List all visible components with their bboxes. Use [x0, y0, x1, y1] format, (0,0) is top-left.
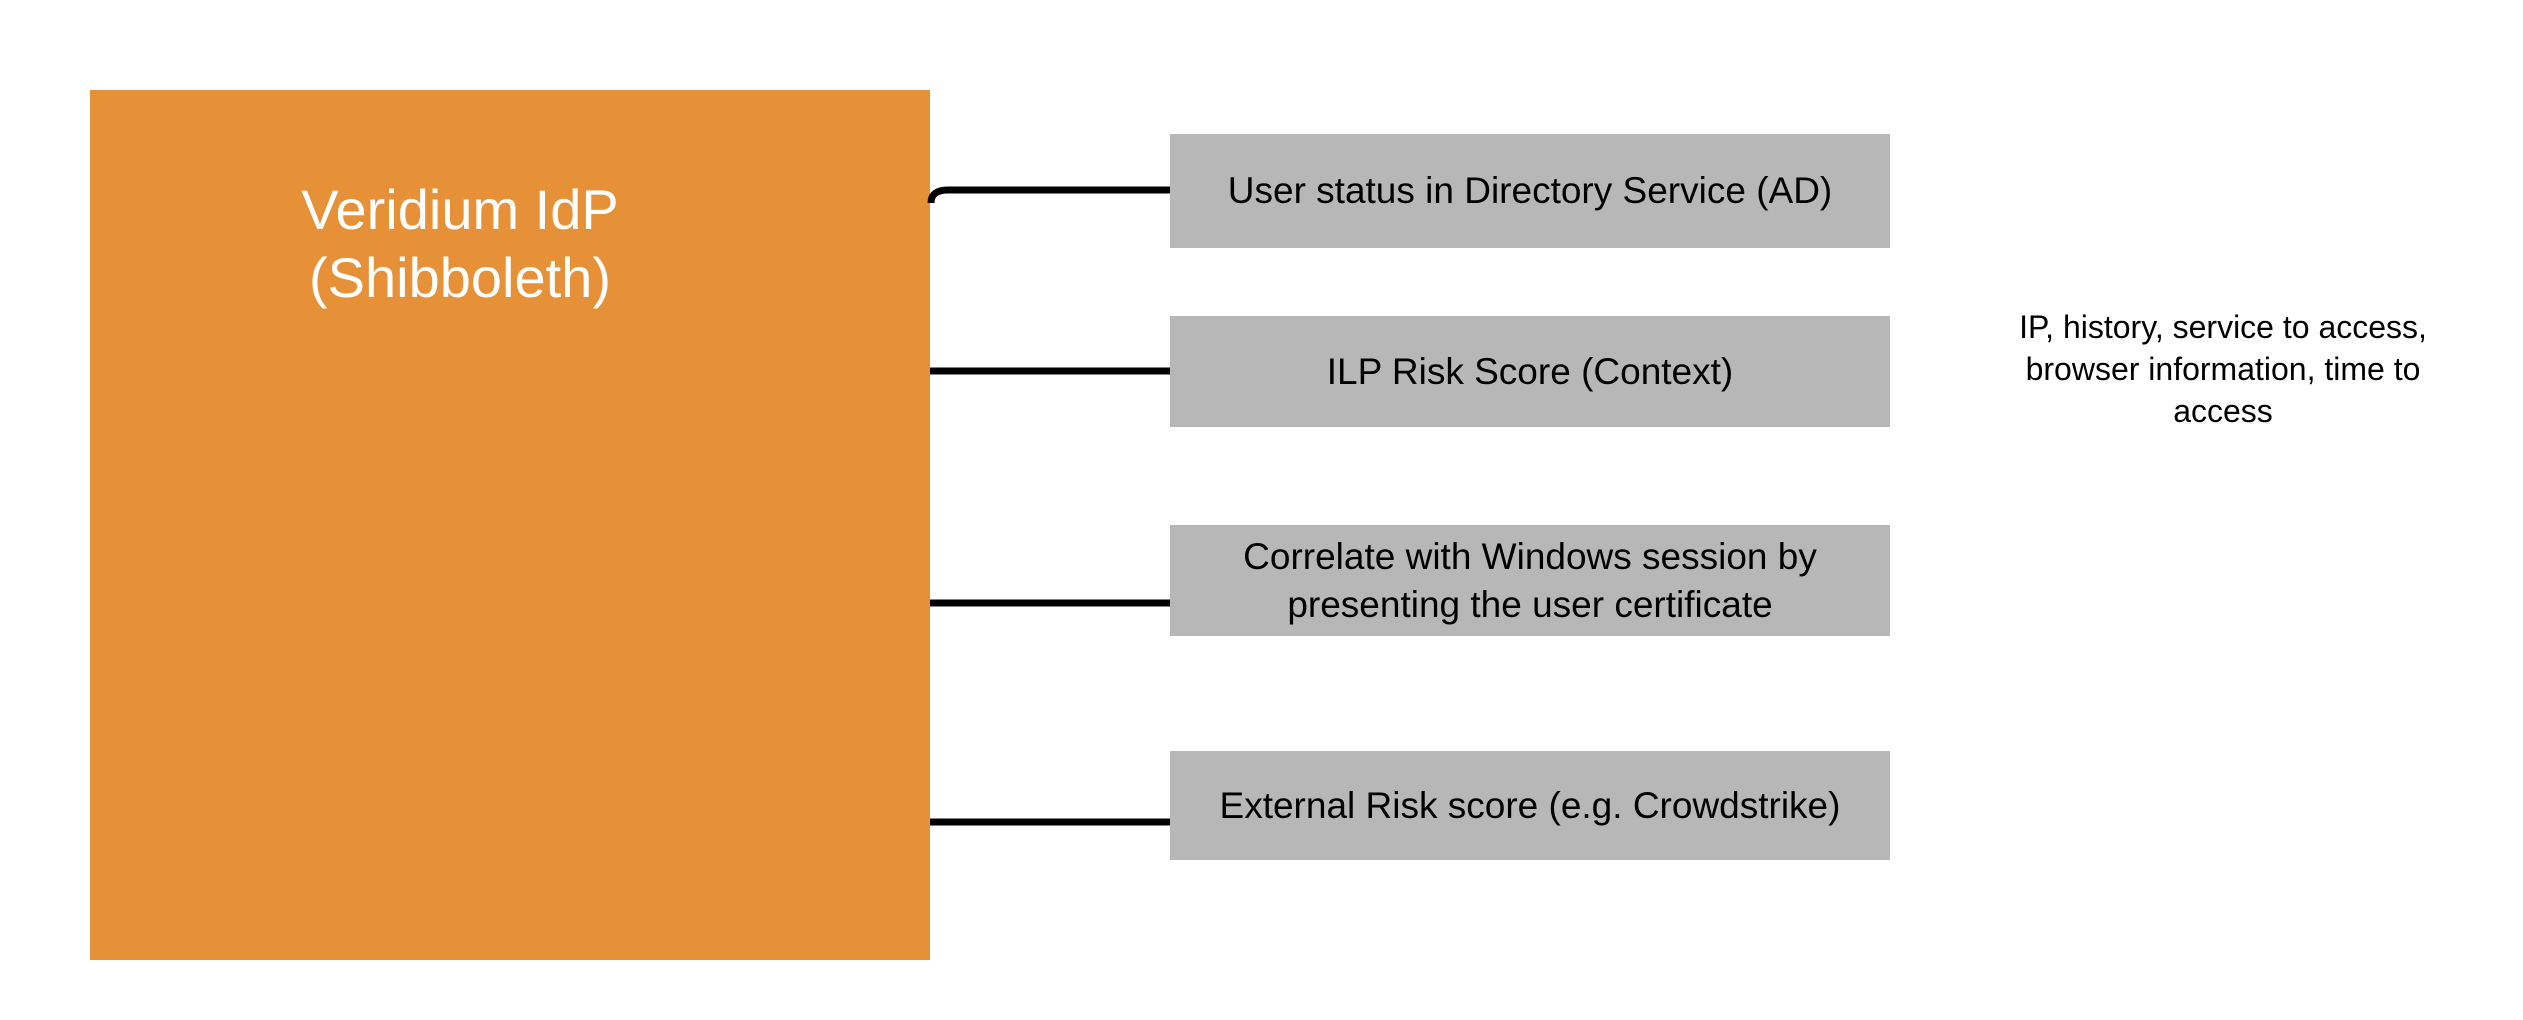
factor-box-label: User status in Directory Service (AD): [1227, 170, 1833, 211]
factor-box-windows-session: Correlate with Windows session by presen…: [1170, 525, 1890, 636]
factor-box-ilp-risk-score: ILP Risk Score (Context): [1170, 316, 1890, 427]
annotation-line: browser information, time to: [2025, 351, 2421, 387]
annotation-line: access: [2173, 393, 2273, 429]
main-box-title-line-2: (Shibboleth): [309, 246, 611, 309]
factor-box-label: External Risk score (e.g. Crowdstrike): [1219, 784, 1841, 826]
factor-box-label: Correlate with Windows session by presen…: [1243, 535, 1817, 625]
factor-box-user-status: User status in Directory Service (AD): [1170, 134, 1890, 248]
factor-box-label: ILP Risk Score (Context): [1326, 350, 1734, 392]
main-box-title-line-1: Veridium IdP: [301, 178, 619, 241]
factor-box-external-risk-score: External Risk score (e.g. Crowdstrike): [1170, 751, 1890, 860]
context-annotation: IP, history, service to access, browser …: [1943, 306, 2503, 432]
connector-line-1: [927, 186, 1170, 204]
veridium-idp-box: Veridium IdP (Shibboleth): [90, 90, 930, 960]
main-box-title: Veridium IdP (Shibboleth): [90, 176, 830, 312]
annotation-line: IP, history, service to access,: [2019, 309, 2427, 345]
